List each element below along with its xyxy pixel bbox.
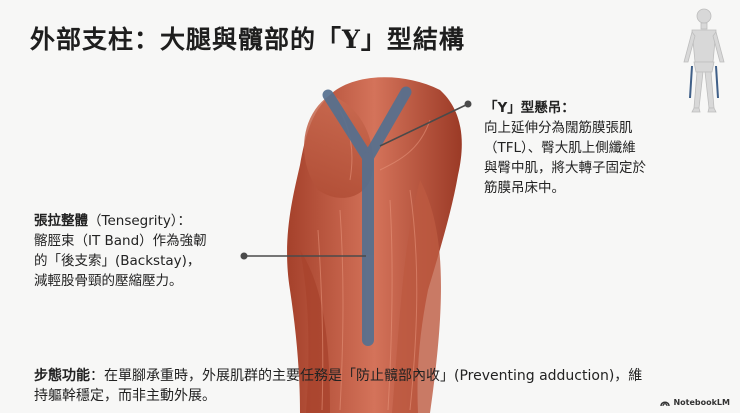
y-sling-leader-line	[379, 103, 469, 147]
tensegrity-leader-dot	[240, 252, 248, 260]
tensegrity-annotation: 張拉整體（Tensegrity）： 髂脛束（IT Band）作為強韌 的「後支索…	[34, 211, 207, 291]
tensegrity-line: 減輕股骨頸的壓縮壓力。	[34, 273, 183, 289]
y-sling-line: 筋膜吊床中。	[484, 180, 565, 196]
notebooklm-logo-icon	[660, 401, 671, 406]
tensegrity-heading-suffix: （Tensegrity）：	[88, 213, 192, 229]
y-sling-line: （TFL）、臀大肌上側纖維	[484, 140, 636, 156]
notebooklm-logo-text: NotebookLM	[673, 398, 730, 407]
tensegrity-line: 的「後支索」(Backstay)，	[34, 253, 201, 269]
y-sling-heading: 「Y」型懸吊：	[484, 100, 575, 116]
tensegrity-heading: 張拉整體	[34, 213, 88, 229]
y-sling-line: 與臀中肌，將大轉子固定於	[484, 160, 646, 176]
gait-function-label: 步態功能	[34, 368, 90, 384]
gluteal-muscle-shape	[304, 95, 374, 198]
skeleton-icon	[683, 8, 725, 113]
slide-title: 外部支柱：大腿與髖部的「Y」型結構	[30, 25, 465, 54]
gait-function-text: 步態功能：在單腳承重時，外展肌群的主要任務是「防止髖部內收」(Preventin…	[34, 366, 654, 406]
y-sling-line: 向上延伸分為闊筋膜張肌	[484, 120, 633, 136]
y-sling-annotation: 「Y」型懸吊： 向上延伸分為闊筋膜張肌 （TFL）、臀大肌上側纖維 與臀中肌，將…	[484, 98, 646, 198]
it-band-y-structure	[322, 86, 412, 346]
notebooklm-logo: NotebookLM	[660, 398, 730, 407]
tensegrity-heading-row: 張拉整體（Tensegrity）：	[34, 211, 207, 231]
tensegrity-line: 髂脛束（IT Band）作為強韌	[34, 233, 207, 249]
gait-function-body: ：在單腳承重時，外展肌群的主要任務是「防止髖部內收」(Preventing ad…	[34, 368, 643, 404]
skeleton-icon-it-band-highlight	[689, 65, 719, 99]
y-sling-leader-dot	[464, 100, 472, 108]
